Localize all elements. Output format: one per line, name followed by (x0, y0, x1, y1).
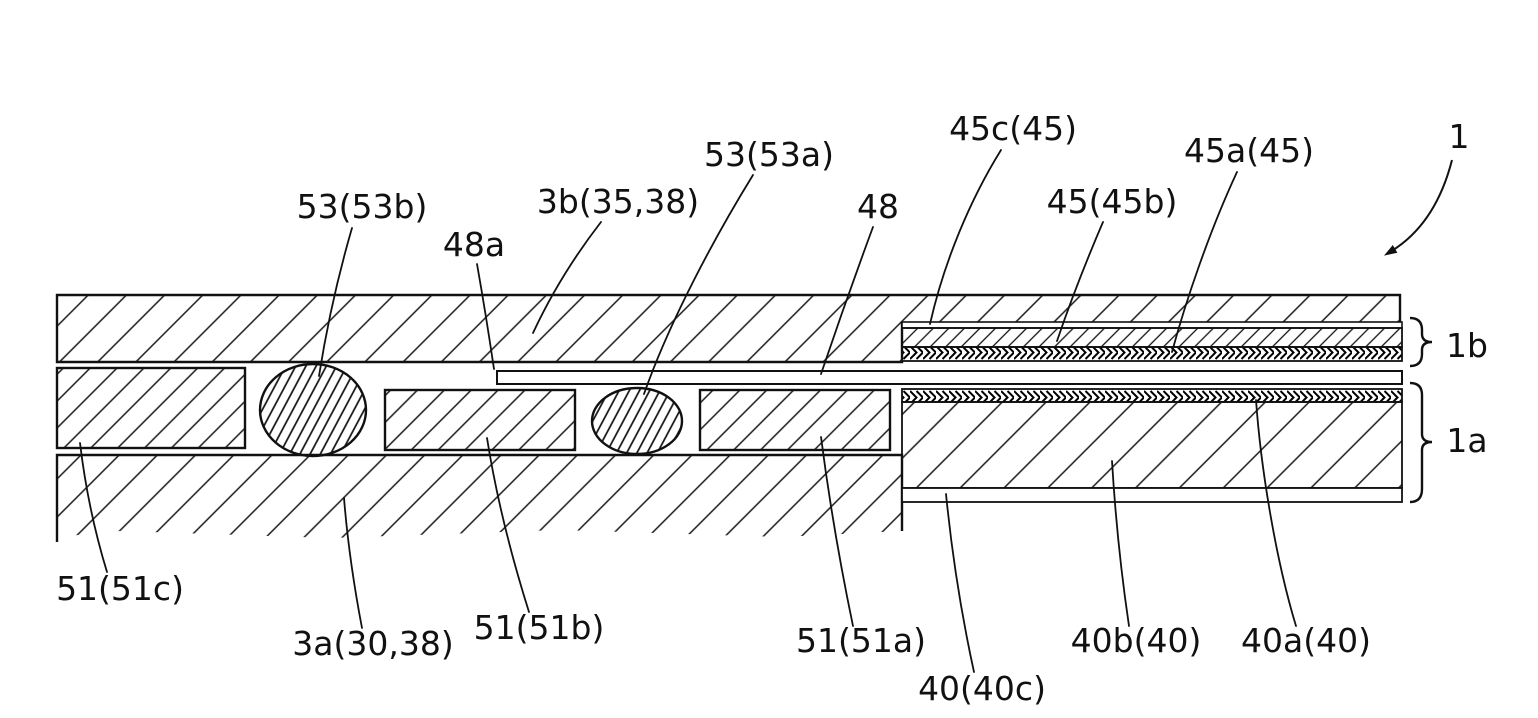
spacer-block-51c (55, 366, 247, 450)
label-53-53a: 53(53a) (704, 135, 834, 174)
leader-40a (1255, 399, 1297, 627)
label-51-51b: 51(51b) (474, 608, 605, 647)
label-1a: 1a (1446, 421, 1487, 460)
bottom-substrate-region-3a (57, 455, 902, 538)
leader-40c (945, 493, 975, 673)
layer-40a-strip (901, 388, 1403, 403)
leader-45b (1056, 221, 1104, 342)
label-3a: 3a(30,38) (292, 624, 453, 663)
layer-40c-strip (901, 487, 1403, 503)
leader-53a (643, 174, 754, 395)
label-40a: 40a(40) (1241, 621, 1371, 660)
seal-ball-53a (590, 386, 684, 456)
leader-45a (1171, 171, 1238, 353)
label-45c: 45c(45) (949, 109, 1077, 148)
leader-40b (1111, 460, 1130, 627)
arrow-1-head (1384, 245, 1398, 256)
arrow-1-shaft (1389, 159, 1453, 253)
label-3b: 3b(35,38) (537, 182, 699, 221)
seal-ball-53b (258, 362, 368, 458)
layer-40b-region (901, 401, 1403, 489)
leader-53b (318, 227, 353, 377)
label-48: 48 (857, 187, 899, 226)
leader-51b (486, 437, 530, 613)
layer-45a-strip (901, 346, 1403, 362)
label-45-45b: 45(45b) (1047, 182, 1178, 221)
label-48a: 48a (443, 225, 505, 264)
label-1: 1 (1449, 117, 1470, 156)
label-40b: 40b(40) (1071, 621, 1202, 660)
cover-plate-48 (496, 370, 1403, 385)
label-51-51a: 51(51a) (796, 621, 926, 660)
spacer-block-51b (383, 388, 577, 452)
spacer-block-51a (698, 388, 892, 452)
leader-48 (820, 226, 874, 375)
leader-48a (476, 263, 495, 370)
label-45a: 45a(45) (1184, 131, 1314, 170)
leader-3a (343, 497, 363, 629)
leader-3b (532, 221, 602, 334)
label-40-40c: 40(40c) (918, 669, 1046, 708)
layer-45b-strip (901, 327, 1403, 348)
label-53-53b: 53(53b) (297, 187, 428, 226)
leader-51c (79, 442, 108, 573)
brace-1b (1409, 316, 1433, 368)
brace-1a (1409, 381, 1433, 504)
label-1b: 1b (1446, 326, 1488, 365)
leader-45c (929, 149, 1002, 325)
leader-51a (820, 436, 854, 627)
label-51-51c: 51(51c) (56, 569, 184, 608)
